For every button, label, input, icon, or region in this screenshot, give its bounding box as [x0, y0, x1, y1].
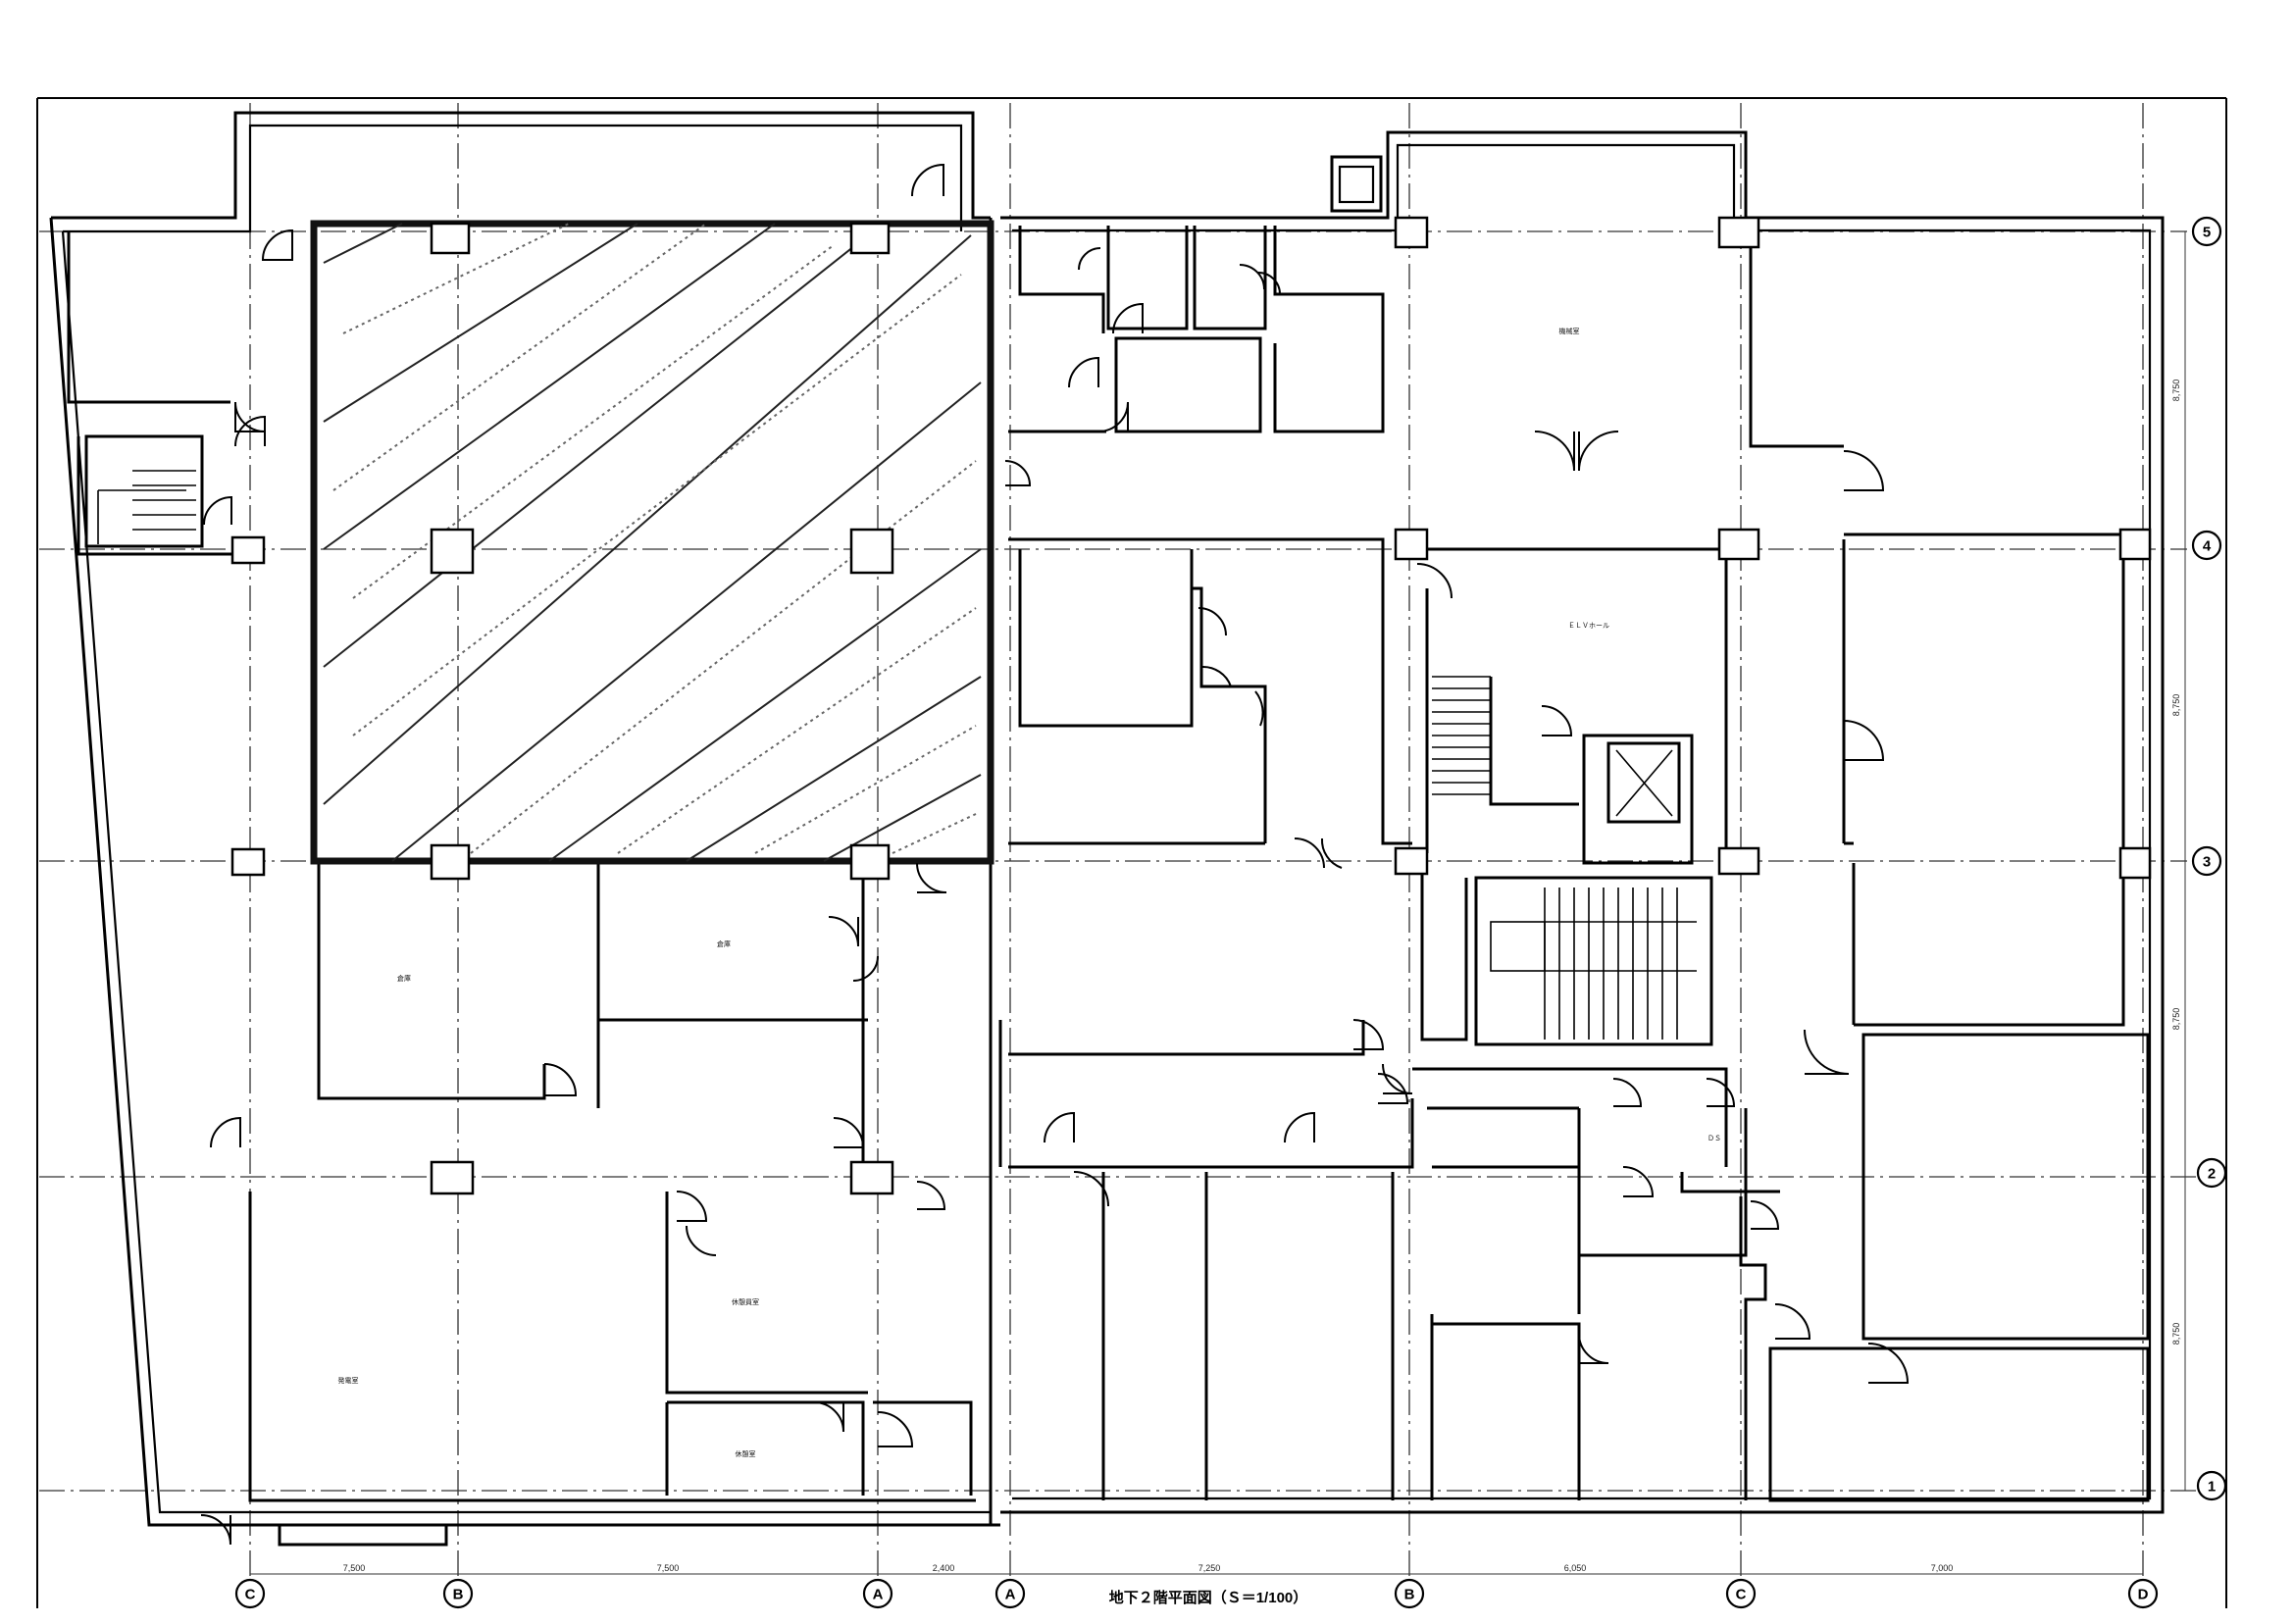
room-label-generator: 発電室: [338, 1376, 359, 1385]
grid-bubble-label: 4: [2203, 538, 2212, 555]
right-dimensions: 8,750 8,750 8,750 8,750: [2171, 231, 2186, 1491]
grid-bubbles-right: 5 4 3 2 1: [2191, 216, 2227, 1501]
room-label-elv-hall: ＥＬＶホール: [1568, 622, 1609, 630]
structural-columns: [230, 216, 2152, 1195]
elevator-shaft: [1606, 741, 1681, 824]
grid-bubble-label: 5: [2203, 225, 2211, 241]
exterior-walls: [49, 111, 2165, 1527]
stair-core: [1432, 676, 1697, 1040]
grid-bubble-label: 1: [2208, 1479, 2216, 1496]
room-labels: 機械室 ＥＬＶホール 倉庫 倉庫 休憩員室 発電室 休憩室 ＤＳ: [338, 327, 1722, 1458]
stair-left: [84, 434, 204, 548]
grid-bubble-label: 2: [2208, 1166, 2216, 1183]
dimension-label: 7,250: [1198, 1563, 1221, 1573]
dimension-label: 8,750: [2171, 380, 2181, 402]
grid-bubble-label: 3: [2203, 854, 2211, 871]
room-label-storage-2: 倉庫: [717, 939, 731, 948]
room-label-machine: 機械室: [1559, 327, 1580, 335]
grid-bubble-label: B: [1404, 1587, 1415, 1603]
dimension-label: 2,400: [933, 1563, 955, 1573]
room-label-ds: ＤＳ: [1708, 1135, 1721, 1142]
dimension-label: 7,000: [1931, 1563, 1954, 1573]
dimension-label: 6,050: [1564, 1563, 1587, 1573]
room-label-staff: 休憩員室: [732, 1297, 759, 1306]
drawing-frame: [36, 97, 2227, 1608]
grid-bubble-label: A: [873, 1587, 884, 1603]
room-label-storage-1: 倉庫: [397, 974, 411, 983]
drawing-title: 地下２階平面図（Ｓ＝1/100）: [1109, 1589, 1308, 1606]
dimension-label: 7,500: [343, 1563, 366, 1573]
grid-bubbles-bottom: C B A A B C D: [234, 1578, 2159, 1609]
dimension-label: 8,750: [2171, 694, 2181, 717]
bottom-dimensions: 7,500 7,500 2,400 7,250 6,050 7,000: [250, 1563, 2143, 1575]
grid-bubble-label: A: [1005, 1587, 1016, 1603]
interior-walls: [67, 226, 2150, 1547]
door-swings: [200, 163, 1910, 1546]
grid-bubble-label: C: [1736, 1587, 1747, 1603]
room-label-rest: 休憩室: [736, 1449, 756, 1458]
grid-bubble-label: D: [2138, 1587, 2149, 1603]
hatched-zone: [310, 220, 994, 865]
grid-bubble-label: C: [245, 1587, 256, 1603]
dimension-label: 7,500: [657, 1563, 680, 1573]
grid-bubble-label: B: [453, 1587, 464, 1603]
grid-lines: [39, 103, 2207, 1579]
dimension-label: 8,750: [2171, 1323, 2181, 1345]
dimension-label: 8,750: [2171, 1008, 2181, 1031]
